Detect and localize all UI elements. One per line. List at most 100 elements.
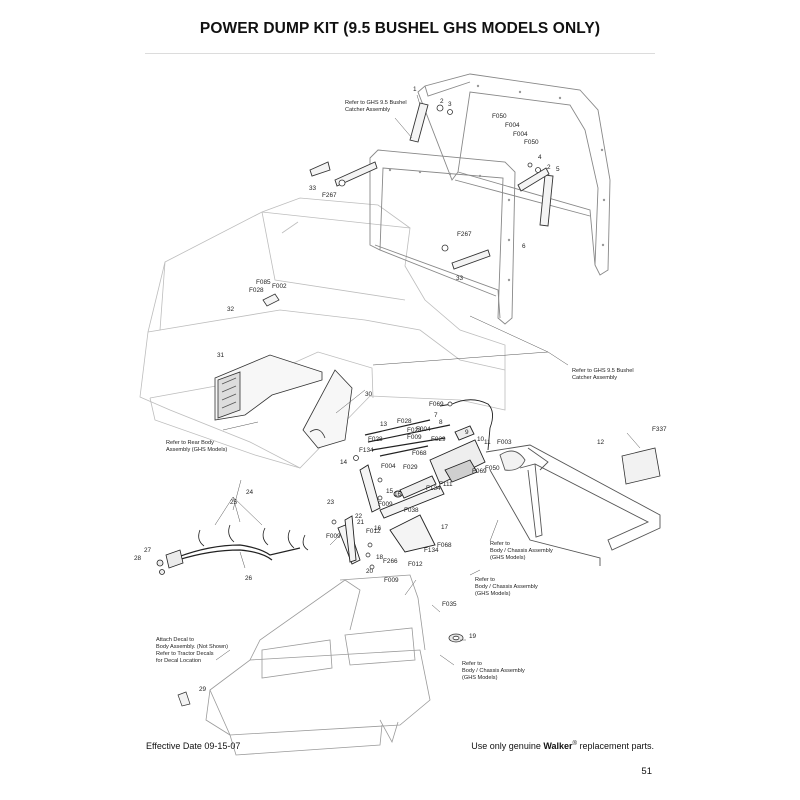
svg-text:20: 20 xyxy=(366,568,374,575)
svg-text:21: 21 xyxy=(357,519,365,526)
footer-prefix: Use only genuine xyxy=(471,741,544,751)
svg-text:F085: F085 xyxy=(256,279,271,286)
svg-text:F111: F111 xyxy=(439,481,453,488)
svg-text:F012: F012 xyxy=(408,561,423,568)
mounting-plate xyxy=(621,447,661,485)
svg-text:22: 22 xyxy=(355,513,363,520)
page-number: 51 xyxy=(641,766,652,777)
frame-bolt-holes xyxy=(388,84,606,282)
svg-text:13: 13 xyxy=(380,421,388,428)
svg-text:F003: F003 xyxy=(497,439,512,446)
svg-text:F028: F028 xyxy=(368,436,383,443)
part-callouts: 1 2 3 F050 F004 F004 F050 4 2 5 33 F267 … xyxy=(134,86,667,693)
svg-text:5: 5 xyxy=(556,166,560,173)
svg-text:10: 10 xyxy=(477,436,485,443)
page-title: POWER DUMP KIT (9.5 BUSHEL GHS MODELS ON… xyxy=(199,20,601,37)
svg-text:8: 8 xyxy=(439,419,443,426)
svg-text:F038: F038 xyxy=(404,507,419,514)
svg-text:3: 3 xyxy=(448,101,452,108)
svg-text:26: 26 xyxy=(245,575,253,582)
svg-text:F012: F012 xyxy=(366,528,381,535)
svg-text:11: 11 xyxy=(484,439,491,446)
svg-text:F009: F009 xyxy=(384,577,399,584)
svg-text:F035: F035 xyxy=(442,601,457,608)
linear-actuator xyxy=(393,425,486,499)
dump-bracket xyxy=(214,354,323,421)
svg-text:14: 14 xyxy=(340,459,348,466)
footer-suffix: replacement parts. xyxy=(576,741,654,751)
svg-text:F266: F266 xyxy=(383,558,398,565)
svg-text:F134: F134 xyxy=(426,485,441,492)
svg-text:F267: F267 xyxy=(457,231,472,238)
svg-text:28: 28 xyxy=(134,555,142,562)
svg-text:F002: F002 xyxy=(272,283,287,290)
cover-plate xyxy=(302,369,353,449)
title-divider xyxy=(145,53,655,54)
svg-text:18: 18 xyxy=(376,554,384,561)
svg-text:12: 12 xyxy=(597,439,605,446)
svg-text:16: 16 xyxy=(374,525,382,532)
svg-text:17: 17 xyxy=(441,524,449,531)
footer-brand: Walker xyxy=(543,741,573,751)
svg-text:F028: F028 xyxy=(397,418,412,425)
svg-text:F337: F337 xyxy=(652,426,667,433)
svg-text:15: 15 xyxy=(386,488,394,495)
svg-text:F009: F009 xyxy=(378,501,393,508)
decal-part xyxy=(177,691,191,707)
svg-text:F004: F004 xyxy=(505,122,520,129)
svg-text:19: 19 xyxy=(469,633,477,640)
svg-text:6: 6 xyxy=(522,243,526,250)
svg-text:F004: F004 xyxy=(513,131,528,138)
svg-text:F050: F050 xyxy=(492,113,507,120)
svg-text:F267: F267 xyxy=(322,192,337,199)
body-chassis-frame xyxy=(485,444,661,566)
svg-text:F050: F050 xyxy=(524,139,539,146)
nut xyxy=(448,633,464,643)
svg-text:33: 33 xyxy=(456,275,464,282)
svg-text:25: 25 xyxy=(230,499,238,506)
svg-text:F050: F050 xyxy=(485,465,500,472)
actuator-rods xyxy=(364,419,451,457)
svg-text:F028: F028 xyxy=(249,287,264,294)
svg-text:9: 9 xyxy=(465,429,469,436)
svg-text:F069: F069 xyxy=(472,468,487,475)
svg-text:30: 30 xyxy=(365,391,373,398)
tractor-chassis xyxy=(205,574,431,756)
svg-text:29: 29 xyxy=(199,686,207,693)
catcher-front-frame xyxy=(369,149,516,325)
svg-text:2: 2 xyxy=(440,98,444,105)
svg-text:F009: F009 xyxy=(326,533,341,540)
pivot-bushings xyxy=(338,104,541,252)
svg-text:32: 32 xyxy=(227,306,235,313)
svg-text:16: 16 xyxy=(394,491,402,498)
effective-date: Effective Date 09-15-07 xyxy=(146,741,241,751)
cable-ties xyxy=(198,524,309,551)
svg-text:F134: F134 xyxy=(359,447,374,454)
svg-text:23: 23 xyxy=(327,499,335,506)
pivot-brackets xyxy=(309,102,554,270)
svg-text:27: 27 xyxy=(144,547,152,554)
svg-text:F068: F068 xyxy=(412,450,427,457)
svg-text:F004: F004 xyxy=(381,463,396,470)
footer-reg-mark: ® xyxy=(572,741,577,747)
svg-text:F069: F069 xyxy=(429,401,444,408)
lever-arms xyxy=(337,464,445,565)
svg-text:4: 4 xyxy=(538,154,542,161)
svg-text:31: 31 xyxy=(217,352,225,359)
leader-lines xyxy=(214,94,641,666)
svg-text:F004: F004 xyxy=(416,426,431,433)
pins-and-washers xyxy=(331,401,453,570)
svg-text:33: 33 xyxy=(309,185,317,192)
svg-text:F068: F068 xyxy=(437,542,452,549)
catcher-rear-frame xyxy=(417,73,611,276)
svg-text:F009: F009 xyxy=(407,434,422,441)
